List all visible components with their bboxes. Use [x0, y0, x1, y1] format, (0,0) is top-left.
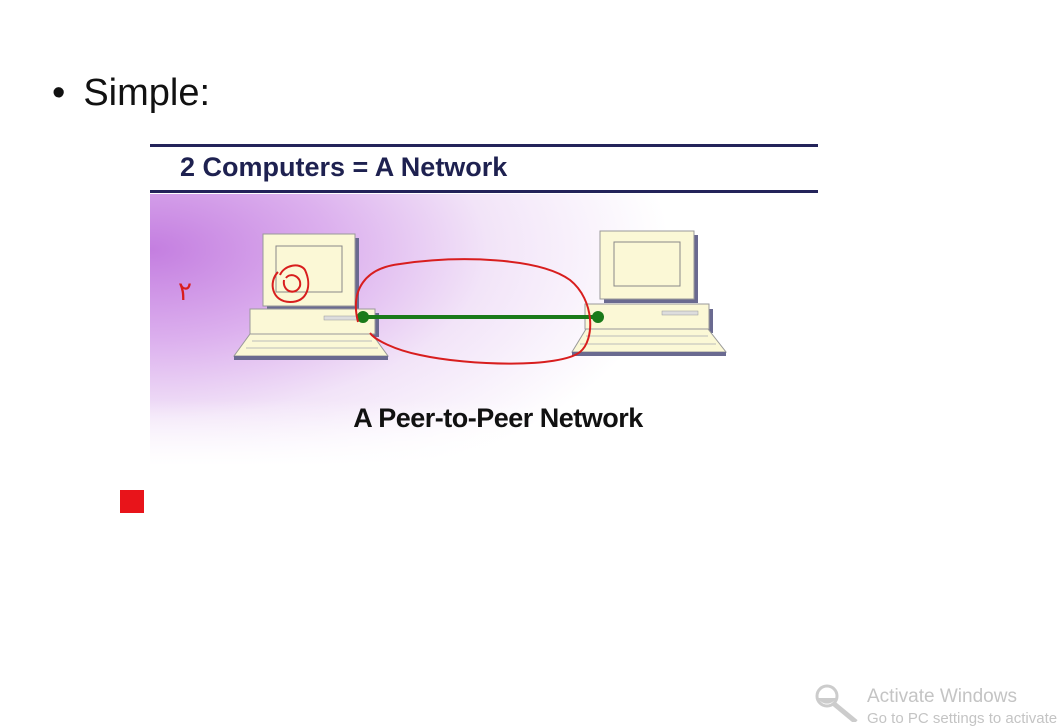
link-endpoint-left — [357, 311, 369, 323]
activate-windows-watermark: Activate Windows Go to PC settings to ac… — [812, 682, 1057, 727]
annotation-ellipse — [354, 258, 592, 365]
network-link — [357, 311, 604, 323]
bullet-text: Simple: — [83, 72, 211, 114]
slide-header: 2 Computers = A Network — [150, 138, 818, 194]
watermark-title: Activate Windows — [867, 686, 1017, 707]
header-bottom-rule — [150, 190, 818, 193]
computer-left-icon — [233, 233, 389, 360]
annotation-digit: ۲ — [178, 277, 192, 307]
bullet-marker: • — [52, 72, 66, 114]
link-endpoint-right — [592, 311, 604, 323]
slide-title: 2 Computers = A Network — [180, 152, 508, 182]
annotation-circle — [271, 264, 310, 304]
header-top-rule — [150, 144, 818, 147]
bullet-square — [120, 490, 144, 513]
watermark-subtitle: Go to PC settings to activate — [867, 710, 1058, 727]
slide-caption: A Peer-to-Peer Network — [353, 403, 643, 433]
computer-right-icon — [571, 230, 728, 356]
slide-fade — [150, 400, 818, 510]
bullet-simple: • Simple: — [52, 72, 210, 115]
key-icon — [815, 684, 858, 724]
